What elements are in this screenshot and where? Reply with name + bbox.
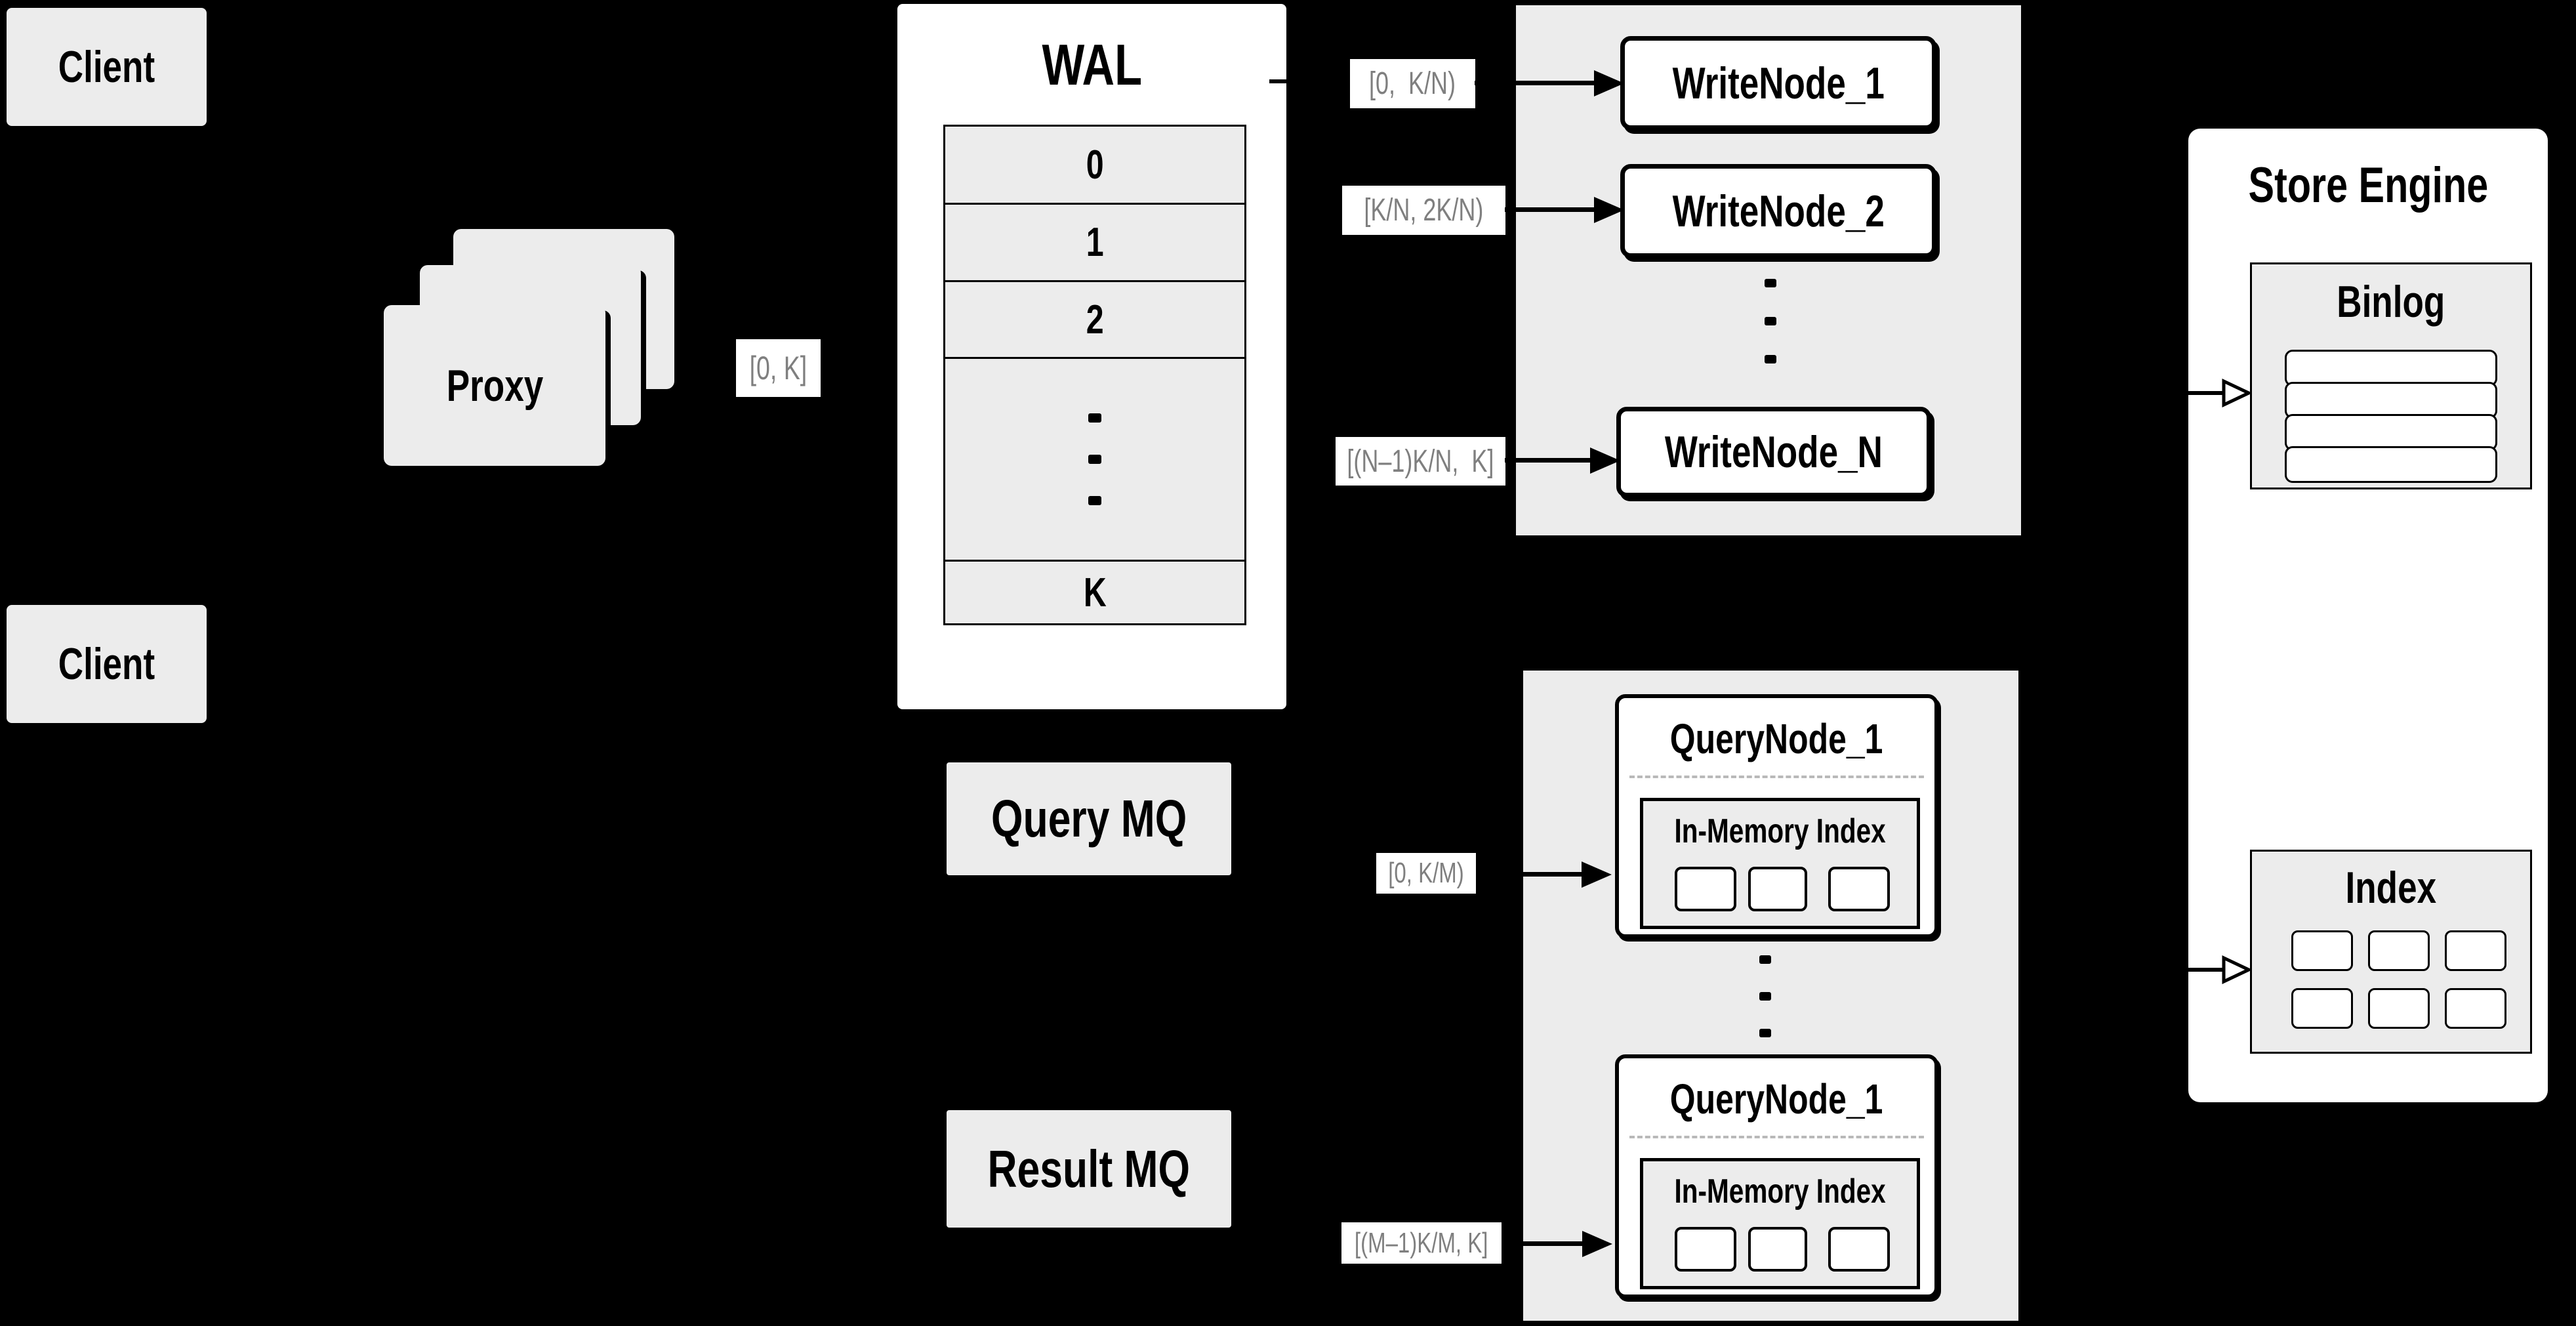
result-mq-box: Result MQ: [947, 1110, 1231, 1228]
memory-segment: [1675, 1227, 1736, 1272]
write-node-ellipsis: [1765, 279, 1776, 363]
in-memory-index-bottom-box: In-Memory Index: [1640, 1158, 1920, 1289]
arrow-head-query-m: [1582, 1231, 1612, 1257]
query-node-top-box: QueryNode_1 In-Memory Index: [1615, 694, 1938, 938]
arrow-head-binlog: [2222, 379, 2251, 407]
binlog-segment: [2285, 446, 2497, 483]
write-node-n-label: WriteNode_N: [1664, 427, 1883, 477]
query-node-top-divider: [1629, 776, 1924, 778]
wal-row-2: 2: [945, 280, 1244, 357]
binlog-segment: [2285, 414, 2497, 451]
range-label-write-2-text: [K/N, 2K/N): [1364, 193, 1484, 228]
in-memory-index-top-box: In-Memory Index: [1640, 798, 1920, 929]
write-node-1-box: WriteNode_1: [1620, 36, 1936, 130]
write-node-n-box: WriteNode_N: [1616, 407, 1931, 497]
arrow-line-write-2: [1505, 207, 1597, 212]
range-label-write-2: [K/N, 2K/N): [1342, 186, 1505, 235]
ellipsis-dot: [1759, 992, 1771, 1001]
index-title: Index: [2345, 863, 2437, 913]
binlog-segment: [2285, 382, 2497, 419]
query-node-bottom-divider: [1629, 1136, 1924, 1138]
arrow-line-binlog: [2125, 391, 2224, 395]
client-top-box: Client: [7, 8, 207, 126]
index-segment: [2368, 930, 2430, 971]
proxy-label: Proxy: [446, 360, 543, 411]
wal-row-k-label: K: [1083, 570, 1107, 615]
arrow-head-write-n: [1590, 447, 1620, 474]
wal-row-k: K: [945, 560, 1244, 623]
range-label-proxy-wal: [0, K]: [736, 339, 821, 397]
binlog-segment: [2285, 350, 2497, 386]
index-segment: [2291, 930, 2353, 971]
wal-row-ellipsis: [945, 357, 1244, 560]
wal-panel: WAL 0 1 2 K: [897, 4, 1286, 709]
range-label-write-n: [(N–1)K/N, K]: [1336, 437, 1505, 486]
ellipsis-dot: [1759, 955, 1771, 964]
wal-title: WAL: [1042, 32, 1142, 97]
write-node-2-label: WriteNode_2: [1672, 186, 1885, 236]
wal-to-write1-connector: [1269, 79, 1351, 83]
arrow-line-query-m: [1502, 1241, 1584, 1246]
memory-segment: [1828, 1227, 1890, 1272]
arrow-head-index: [2222, 955, 2251, 984]
index-segment: [2291, 988, 2353, 1029]
ellipsis-dot: [1088, 455, 1101, 464]
range-label-query-m-text: [(M–1)K/M, K]: [1355, 1226, 1488, 1259]
wal-row-1: 1: [945, 203, 1244, 280]
index-segment: [2445, 930, 2506, 971]
arrow-line-write-n: [1505, 458, 1593, 463]
memory-segment: [1828, 867, 1890, 911]
range-label-write-1: [0, K/N): [1350, 59, 1475, 108]
arrow-head-write-1: [1594, 70, 1624, 96]
client-top-label: Client: [58, 42, 155, 92]
query-mq-label: Query MQ: [991, 789, 1187, 848]
wal-row-1-label: 1: [1086, 220, 1104, 265]
client-bottom-label: Client: [58, 639, 155, 689]
memory-segment: [1675, 867, 1736, 911]
binlog-title: Binlog: [2337, 277, 2445, 327]
range-label-query-m: [(M–1)K/M, K]: [1341, 1222, 1502, 1264]
binlog-box: Binlog: [2250, 262, 2532, 489]
range-label-query-1-text: [0, K/M): [1388, 857, 1464, 889]
wal-row-2-label: 2: [1086, 297, 1104, 342]
query-node-top-label: QueryNode_1: [1670, 715, 1883, 762]
wal-row-0: 0: [945, 127, 1244, 203]
arrow-line-index: [2125, 968, 2224, 972]
wal-table: 0 1 2 K: [943, 125, 1246, 625]
wal-row-0-label: 0: [1086, 142, 1104, 188]
range-label-write-1-text: [0, K/N): [1369, 66, 1456, 101]
ellipsis-dot: [1765, 355, 1776, 363]
range-label-write-n-text: [(N–1)K/N, K]: [1347, 444, 1494, 479]
arrow-line-query-1: [1476, 872, 1584, 877]
index-segment: [2445, 988, 2506, 1029]
ellipsis-dot: [1765, 317, 1776, 325]
memory-segment: [1748, 867, 1807, 911]
query-node-bottom-label: QueryNode_1: [1670, 1075, 1883, 1123]
in-memory-index-bottom-label: In-Memory Index: [1674, 1172, 1886, 1211]
proxy-card-front: Proxy: [384, 305, 605, 466]
range-label-proxy-wal-text: [0, K]: [749, 350, 808, 386]
query-mq-box: Query MQ: [947, 762, 1231, 875]
memory-segment: [1748, 1227, 1807, 1272]
ellipsis-dot: [1088, 413, 1101, 423]
store-engine-title: Store Engine: [2248, 157, 2488, 213]
index-box: Index: [2250, 850, 2532, 1054]
ellipsis-dot: [1759, 1029, 1771, 1037]
query-node-ellipsis: [1759, 955, 1771, 1037]
write-node-2-box: WriteNode_2: [1620, 164, 1936, 258]
result-mq-label: Result MQ: [987, 1139, 1191, 1198]
arrow-head-query-1: [1582, 861, 1612, 888]
arrow-head-write-2: [1594, 197, 1624, 223]
write-node-1-label: WriteNode_1: [1672, 58, 1885, 108]
ellipsis-dot: [1088, 496, 1101, 505]
query-node-bottom-box: QueryNode_1 In-Memory Index: [1615, 1054, 1938, 1298]
client-bottom-box: Client: [7, 605, 207, 723]
in-memory-index-top-label: In-Memory Index: [1674, 812, 1886, 850]
ellipsis-dot: [1765, 279, 1776, 287]
store-engine-panel: Store Engine Binlog Index: [2188, 129, 2548, 1102]
index-segment: [2368, 988, 2430, 1029]
arrow-line-write-1: [1475, 81, 1597, 85]
range-label-query-1: [0, K/M): [1376, 853, 1476, 894]
